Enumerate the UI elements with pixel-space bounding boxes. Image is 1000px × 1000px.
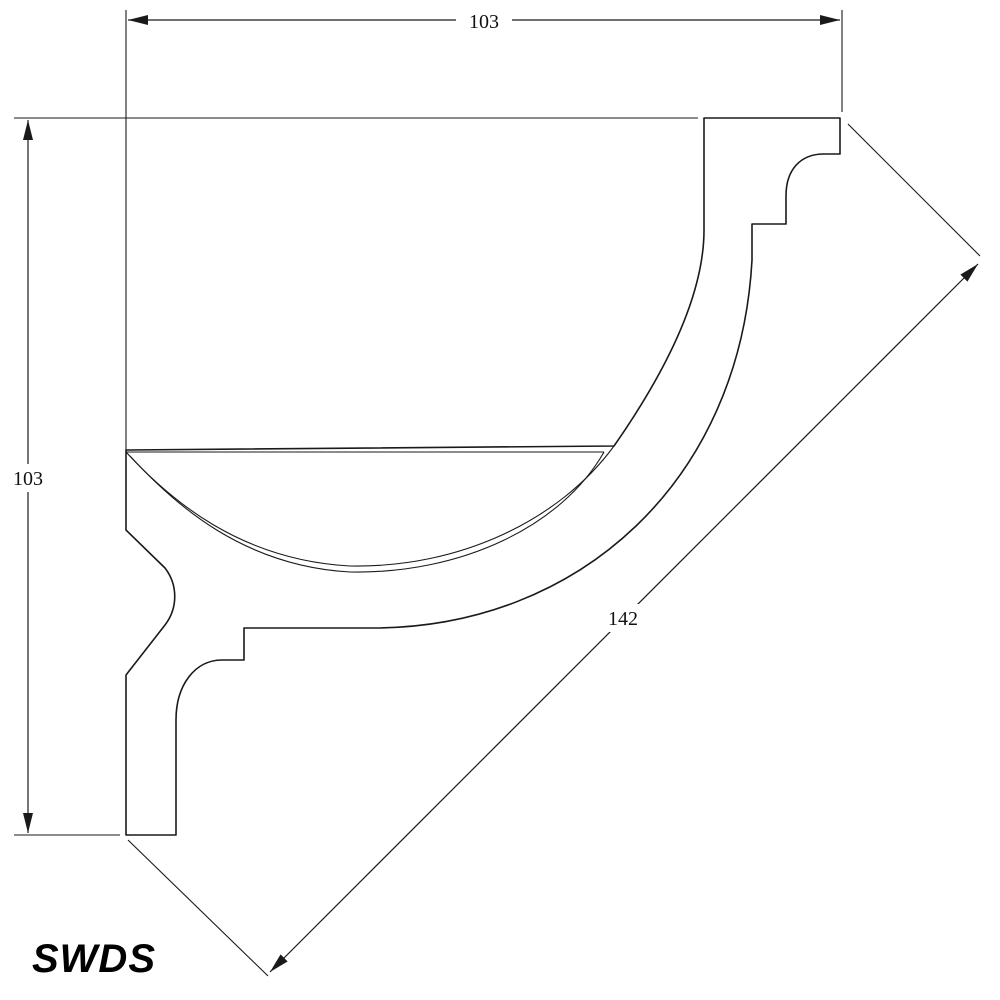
width-dimension-label: 103	[469, 11, 499, 33]
diagonal-label-bg	[598, 604, 648, 632]
cornice-profile-outline	[125, 117, 841, 836]
cove-inner-curve	[125, 445, 615, 567]
cove-inner-curve-offset	[129, 451, 605, 573]
diagonal-dimension-label: 142	[608, 608, 638, 630]
ext-line-diagonal-top	[847, 123, 981, 257]
ext-line-diagonal-bottom	[127, 839, 269, 977]
width-label-bg	[456, 6, 512, 34]
brand-logo: SWDS	[32, 937, 156, 981]
height-label-bg	[6, 464, 50, 492]
height-dimension-label: 103	[13, 468, 43, 490]
